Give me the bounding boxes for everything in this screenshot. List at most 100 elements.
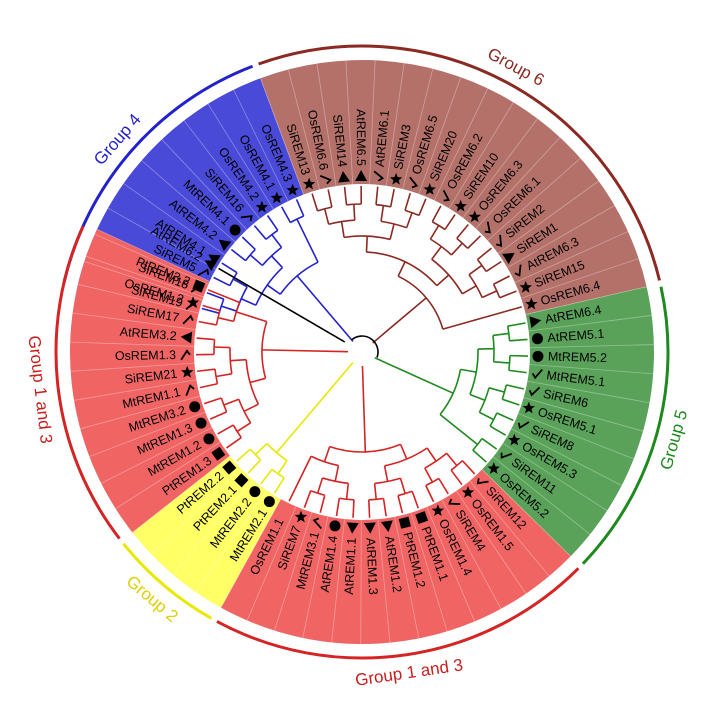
- branch: [373, 483, 377, 500]
- group-arc-g13a: [54, 225, 121, 540]
- check-marker-icon: [500, 452, 513, 459]
- branch: [196, 337, 215, 341]
- triangle-marker-icon: [346, 522, 359, 534]
- star-marker-icon: [255, 200, 269, 213]
- branch-arc: [244, 248, 256, 262]
- branch: [493, 275, 510, 285]
- branch: [345, 483, 350, 500]
- group-wedge-g5: [482, 286, 654, 557]
- leaf-separator: [141, 160, 236, 243]
- check-marker-icon: [476, 478, 489, 485]
- triangle-marker-icon: [529, 316, 542, 329]
- branch: [213, 276, 231, 287]
- leaf-label: MtREM5.2: [548, 350, 607, 365]
- leaf-separator: [331, 519, 345, 643]
- square-marker-icon: [415, 511, 429, 524]
- leaf-separator: [233, 89, 289, 202]
- branch: [456, 223, 469, 239]
- branch: [280, 206, 292, 223]
- star-marker-icon: [423, 183, 436, 195]
- branch: [343, 186, 348, 205]
- circle-marker-icon: [531, 333, 543, 345]
- leaf-separator: [123, 183, 226, 256]
- star-marker-icon: [270, 191, 283, 204]
- circle-marker-icon: [189, 401, 201, 413]
- branch: [436, 274, 450, 287]
- leaf-separator: [511, 428, 622, 486]
- branch: [411, 490, 420, 509]
- tree-branches: [196, 185, 528, 518]
- branch: [383, 465, 389, 482]
- group-arc-g13b: [216, 567, 580, 660]
- branch-arc: [265, 229, 279, 240]
- square-marker-icon: [234, 473, 249, 488]
- branch: [489, 425, 507, 436]
- branch-arc: [397, 490, 413, 497]
- check-marker-icon: [180, 349, 191, 361]
- branch: [334, 465, 340, 482]
- leaf-label: AtREM5.1: [547, 327, 605, 345]
- branch: [311, 193, 319, 212]
- branch-arc: [476, 258, 487, 272]
- branch: [296, 218, 319, 263]
- leaf-separator: [96, 228, 210, 282]
- leaf-label: AtREM1.3: [364, 537, 381, 595]
- branch: [273, 477, 285, 494]
- branch: [223, 398, 240, 406]
- branch: [444, 214, 456, 230]
- branch: [496, 412, 514, 422]
- branch: [469, 393, 486, 402]
- branch: [481, 437, 498, 450]
- leaf-label: AtREM1.1: [342, 537, 359, 595]
- leaf-separator: [487, 157, 581, 241]
- leaf-separator: [72, 312, 196, 330]
- branch: [431, 205, 442, 223]
- leaf-separator: [529, 364, 654, 375]
- leaf-separator: [183, 120, 260, 220]
- check-marker-icon: [514, 264, 522, 277]
- square-marker-icon: [222, 460, 237, 475]
- circle-marker-icon: [195, 417, 207, 429]
- triangle-marker-icon: [338, 171, 351, 183]
- branch: [316, 477, 324, 494]
- branch: [335, 498, 341, 517]
- branch-arc: [266, 442, 288, 462]
- branch: [426, 447, 437, 462]
- branch: [266, 284, 281, 295]
- leaf-label: SiREM14: [330, 114, 349, 168]
- branch: [266, 215, 279, 231]
- branch: [450, 242, 463, 256]
- leaf-separator: [521, 258, 639, 299]
- leaf-separator: [151, 468, 242, 555]
- branch: [214, 346, 231, 349]
- leaf-separator: [246, 506, 297, 621]
- branch: [209, 411, 227, 420]
- leaf-separator: [469, 480, 550, 577]
- circle-marker-icon: [329, 520, 341, 532]
- leaf-separator: [377, 519, 391, 643]
- group-stem-g13b: [361, 365, 367, 452]
- branch: [460, 368, 477, 373]
- branch-arc: [310, 455, 339, 467]
- leaf-separator: [89, 411, 206, 457]
- branch: [217, 424, 234, 435]
- leaf-separator: [274, 512, 313, 631]
- leaf-separator: [260, 78, 304, 195]
- star-marker-icon: [302, 177, 316, 190]
- group-stem-g5: [374, 357, 454, 394]
- branch: [418, 198, 427, 216]
- branch-arc: [472, 438, 483, 451]
- branch: [323, 208, 330, 225]
- branch: [431, 246, 443, 260]
- branch: [295, 199, 305, 217]
- root-arc: [351, 335, 379, 358]
- branch: [492, 332, 509, 337]
- leaf-separator: [316, 63, 337, 187]
- branch: [232, 278, 248, 288]
- group-label-g13b: Group 1 and 3: [354, 655, 464, 690]
- branch: [404, 192, 412, 211]
- branch: [236, 448, 251, 462]
- branch-arc: [450, 460, 463, 471]
- leaf-separator: [426, 506, 475, 622]
- group-wedge-g13b: [220, 469, 571, 644]
